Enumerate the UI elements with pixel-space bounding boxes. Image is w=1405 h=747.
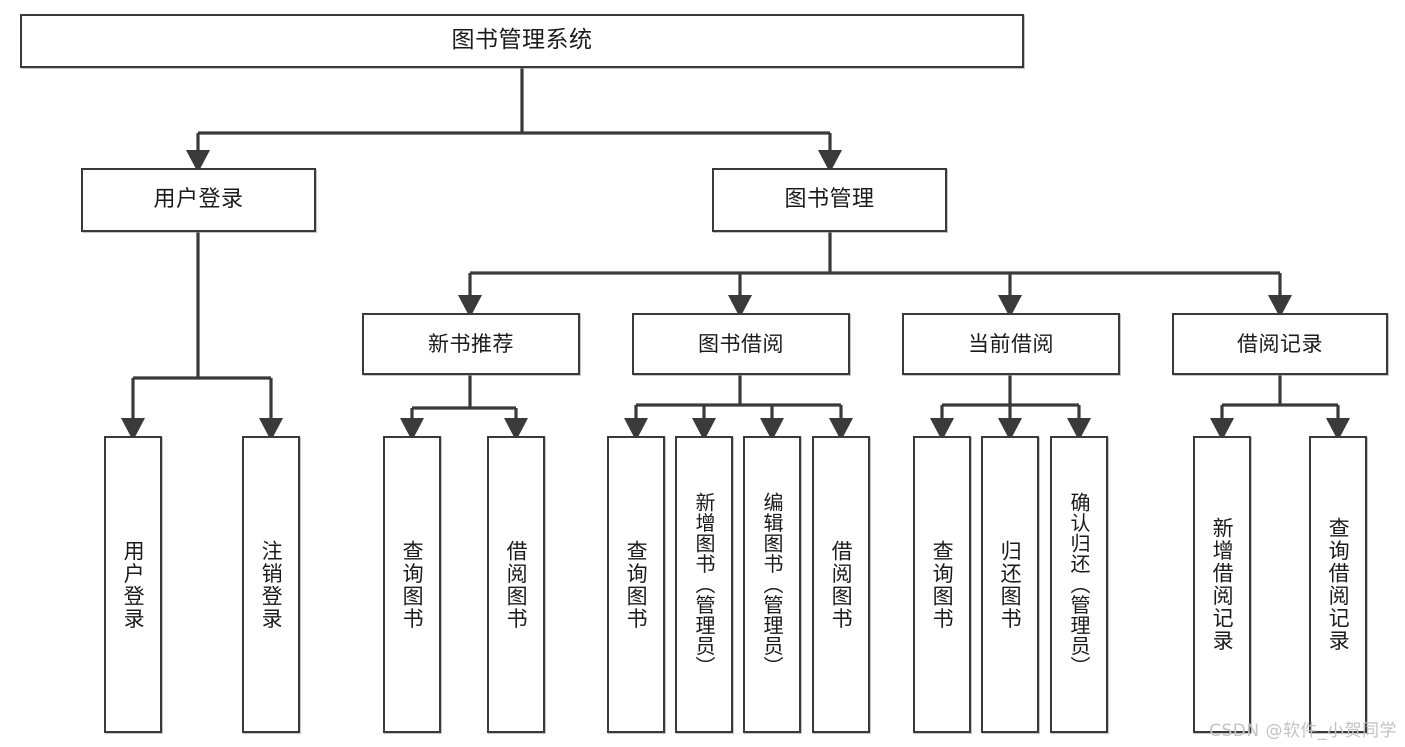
node-leaf-return-book[interactable]: 归还图书 <box>981 436 1039 733</box>
node-leaf-add-book-admin[interactable]: 新增图书（管理员） <box>675 436 733 733</box>
node-borrow-record[interactable]: 借阅记录 <box>1172 313 1388 375</box>
node-leaf-query-book-current[interactable]: 查询图书 <box>913 436 971 733</box>
node-label: 当前借阅 <box>968 331 1054 356</box>
watermark-text: CSDN @软件_小贺同学 <box>1209 721 1397 741</box>
node-label: 查询图书 <box>400 539 425 630</box>
node-root-system[interactable]: 图书管理系统 <box>20 14 1024 68</box>
node-leaf-borrow-book[interactable]: 借阅图书 <box>812 436 870 733</box>
node-label: 图书管理 <box>784 187 875 213</box>
node-leaf-add-borrow-record[interactable]: 新增借阅记录 <box>1193 436 1251 733</box>
node-label: 借阅图书 <box>504 539 529 630</box>
node-label: 编辑图书（管理员） <box>760 492 784 677</box>
node-leaf-confirm-return-admin[interactable]: 确认归还（管理员） <box>1050 436 1108 733</box>
node-label: 查询图书 <box>930 539 955 630</box>
node-label: 确认归还（管理员） <box>1067 492 1091 677</box>
node-leaf-query-book-borrow[interactable]: 查询图书 <box>607 436 665 733</box>
node-label: 用户登录 <box>121 539 146 630</box>
node-label: 归还图书 <box>998 539 1023 630</box>
node-label: 新增图书（管理员） <box>692 492 716 677</box>
node-label: 借阅图书 <box>829 539 854 630</box>
node-leaf-query-book-recommend[interactable]: 查询图书 <box>383 436 441 733</box>
node-label: 借阅记录 <box>1237 331 1323 356</box>
node-current-borrow[interactable]: 当前借阅 <box>902 313 1120 375</box>
node-label: 查询图书 <box>624 539 649 630</box>
node-leaf-user-login[interactable]: 用户登录 <box>104 436 162 733</box>
node-label: 图书借阅 <box>698 331 784 356</box>
node-label: 图书管理系统 <box>451 27 593 54</box>
node-book-management[interactable]: 图书管理 <box>712 168 947 232</box>
node-book-borrow[interactable]: 图书借阅 <box>632 313 850 375</box>
node-leaf-borrow-book-recommend[interactable]: 借阅图书 <box>487 436 545 733</box>
node-leaf-query-borrow-record[interactable]: 查询借阅记录 <box>1309 436 1367 733</box>
node-user-login[interactable]: 用户登录 <box>81 168 316 232</box>
node-new-book-recommend[interactable]: 新书推荐 <box>362 313 580 375</box>
node-label: 用户登录 <box>153 187 244 213</box>
node-label: 新增借阅记录 <box>1210 517 1235 652</box>
node-label: 查询借阅记录 <box>1326 517 1351 652</box>
node-leaf-logout[interactable]: 注销登录 <box>242 436 300 733</box>
node-leaf-edit-book-admin[interactable]: 编辑图书（管理员） <box>743 436 801 733</box>
node-label: 注销登录 <box>259 539 284 630</box>
node-label: 新书推荐 <box>428 331 514 356</box>
